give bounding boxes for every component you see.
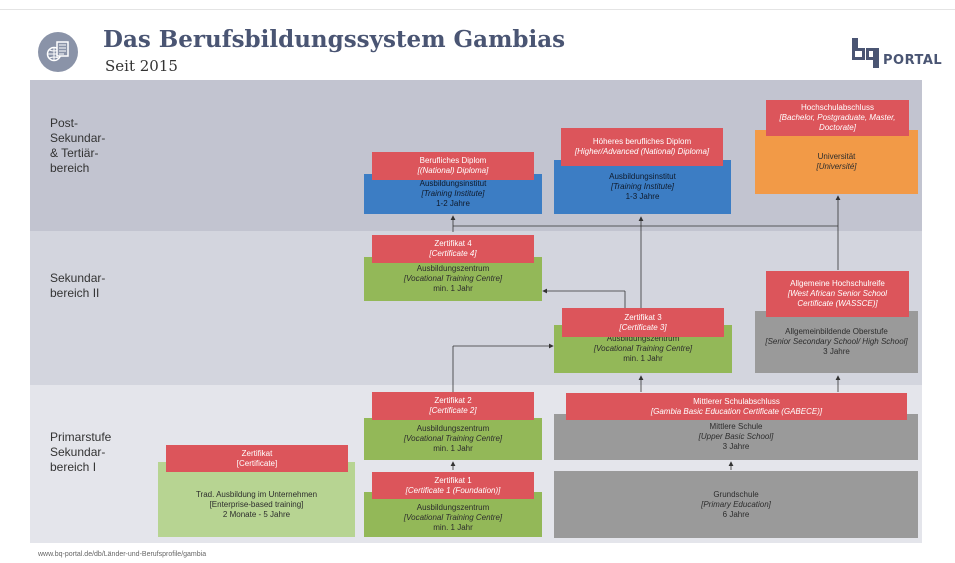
band-label-prim: Primarstufe Sekundar- bereich I [50,430,112,474]
band-label-sek2: Sekundar- bereich II [50,271,106,300]
cert-zertifikat-trad: Zertifikat [Certificate] [166,445,348,472]
cert-zertifikat-3: Zertifikat 3 [Certificate 3] [562,308,724,337]
cert-mittlerer-schulabschluss: Mittlerer Schulabschluss [Gambia Basic E… [566,393,907,420]
box-ausbildungszentrum-4: Ausbildungszentrum [Vocational Training … [364,257,542,301]
box-ausbildungszentrum-1: Ausbildungszentrum [Vocational Training … [364,492,542,537]
box-grundschule: Grundschule [Primary Education] 6 Jahre [554,471,918,538]
cert-berufliches-diplom: Berufliches Diplom [(National) Diploma] [372,152,534,180]
cert-zertifikat-2: Zertifikat 2 [Certificate 2] [372,392,534,420]
cert-hochschulabschluss: Hochschulabschluss [Bachelor, Postgradua… [766,100,909,136]
bq-portal-logo [852,38,882,68]
top-divider [0,9,955,10]
box-ausbildungsinstitut-1-2: Ausbildungsinstitut [Training Institute]… [364,174,542,214]
page-title: Das Berufsbildungssystem Gambias [103,26,566,53]
box-mittlere-schule: Mittlere Schule [Upper Basic School] 3 J… [554,414,918,460]
box-ausbildungszentrum-2: Ausbildungszentrum [Vocational Training … [364,418,542,460]
cert-hoeheres-diplom: Höheres berufliches Diplom [Higher/Advan… [561,128,723,166]
page-subtitle: Seit 2015 [105,57,178,75]
cert-zertifikat-1: Zertifikat 1 [Certificate 1 (Foundation)… [372,472,534,499]
cert-hochschulreife: Allgemeine Hochschulreife [West African … [766,271,909,317]
box-ausbildungsinstitut-1-3: Ausbildungsinstitut [Training Institute]… [554,160,731,214]
box-trad-ausbildung: Trad. Ausbildung im Unternehmen [Enterpr… [158,462,355,537]
cert-zertifikat-4: Zertifikat 4 [Certificate 4] [372,235,534,263]
globe-document-icon [38,32,78,72]
logo-portal-text: PORTAL [883,53,943,68]
band-label-post: Post- Sekundar- & Tertiär- bereich [50,116,106,175]
source-url: www.bq-portal.de/db/Länder-und-Berufspro… [38,551,207,558]
box-allgemeinbildende-oberstufe: Allgemeinbildende Oberstufe [Senior Seco… [755,311,918,373]
box-universitaet: Universität [Université] [755,130,918,194]
